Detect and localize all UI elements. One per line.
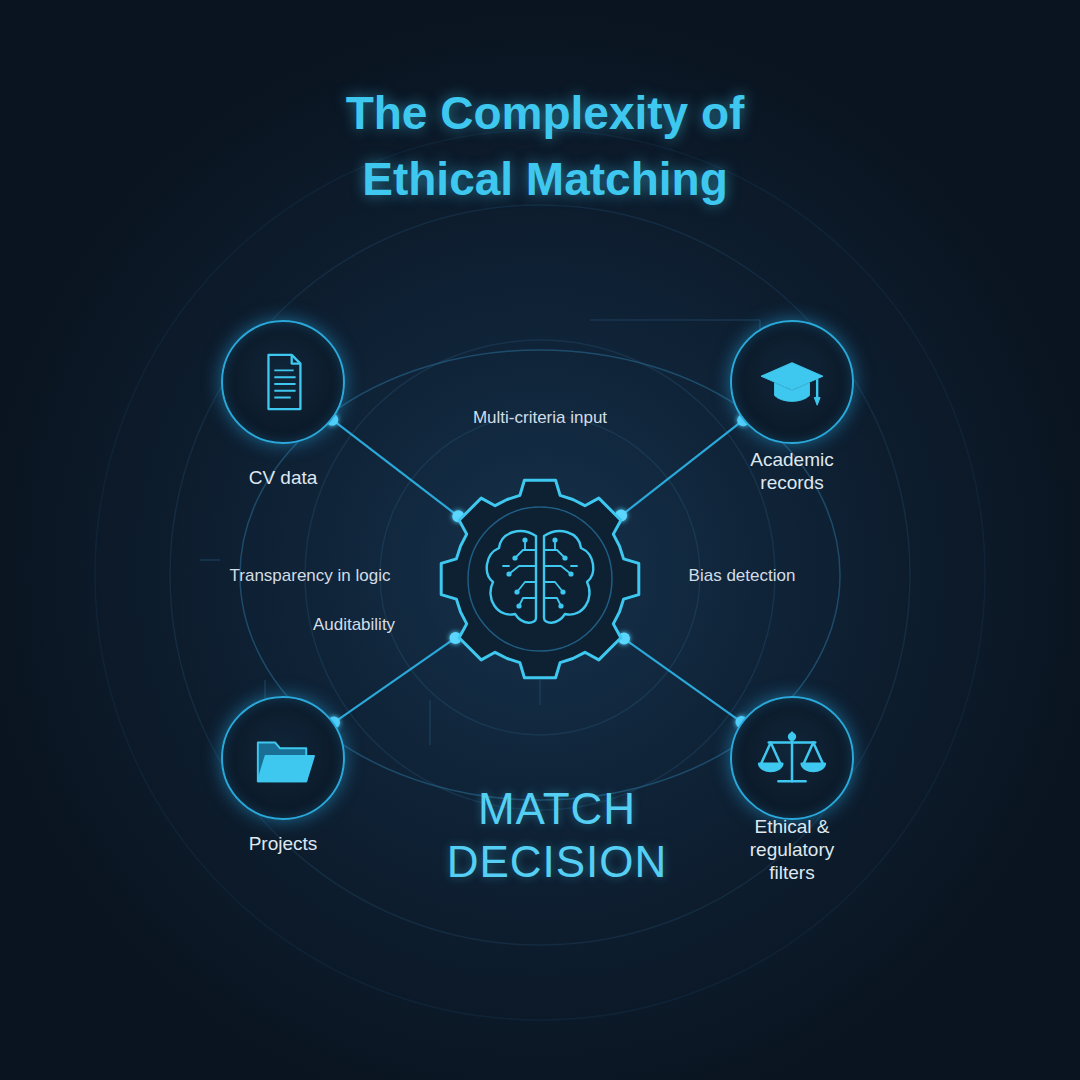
annotation-label: Bias detection xyxy=(689,565,796,587)
gear-outline xyxy=(441,480,639,678)
brain-gear-icon xyxy=(435,474,645,684)
node-label: Projects xyxy=(208,832,358,855)
cap-icon xyxy=(732,322,852,442)
input-circle: CV data xyxy=(221,320,345,444)
annotation-label: Multi-criteria input xyxy=(473,407,607,429)
folder-icon xyxy=(223,698,343,818)
connector-line xyxy=(621,420,743,515)
scale-icon xyxy=(732,698,852,818)
node-label: CV data xyxy=(208,466,358,489)
connector-line xyxy=(624,639,742,723)
input-circle: Academic records xyxy=(730,320,854,444)
node-label: Academic records xyxy=(732,448,852,494)
connector xyxy=(618,633,748,729)
filter-circle: Ethical & regulatory filters xyxy=(730,696,854,820)
connector-line xyxy=(332,420,458,517)
connector xyxy=(328,632,462,729)
decision-label: MATCH DECISION xyxy=(407,782,707,888)
connector-line xyxy=(334,638,456,723)
title: The Complexity of Ethical Matching xyxy=(275,80,815,212)
node-label: Ethical & regulatory filters xyxy=(736,815,848,884)
input-circle: Projects xyxy=(221,696,345,820)
annotation-label: Auditability xyxy=(313,614,395,636)
doc-icon xyxy=(223,322,343,442)
decision-gear: MATCH DECISION xyxy=(435,474,645,684)
brain-icon xyxy=(487,531,594,623)
annotation-label: Transparency in logic xyxy=(230,565,391,587)
rings xyxy=(95,130,985,1020)
circuit-traces xyxy=(200,320,760,745)
connector xyxy=(326,414,464,523)
connector xyxy=(615,414,749,521)
